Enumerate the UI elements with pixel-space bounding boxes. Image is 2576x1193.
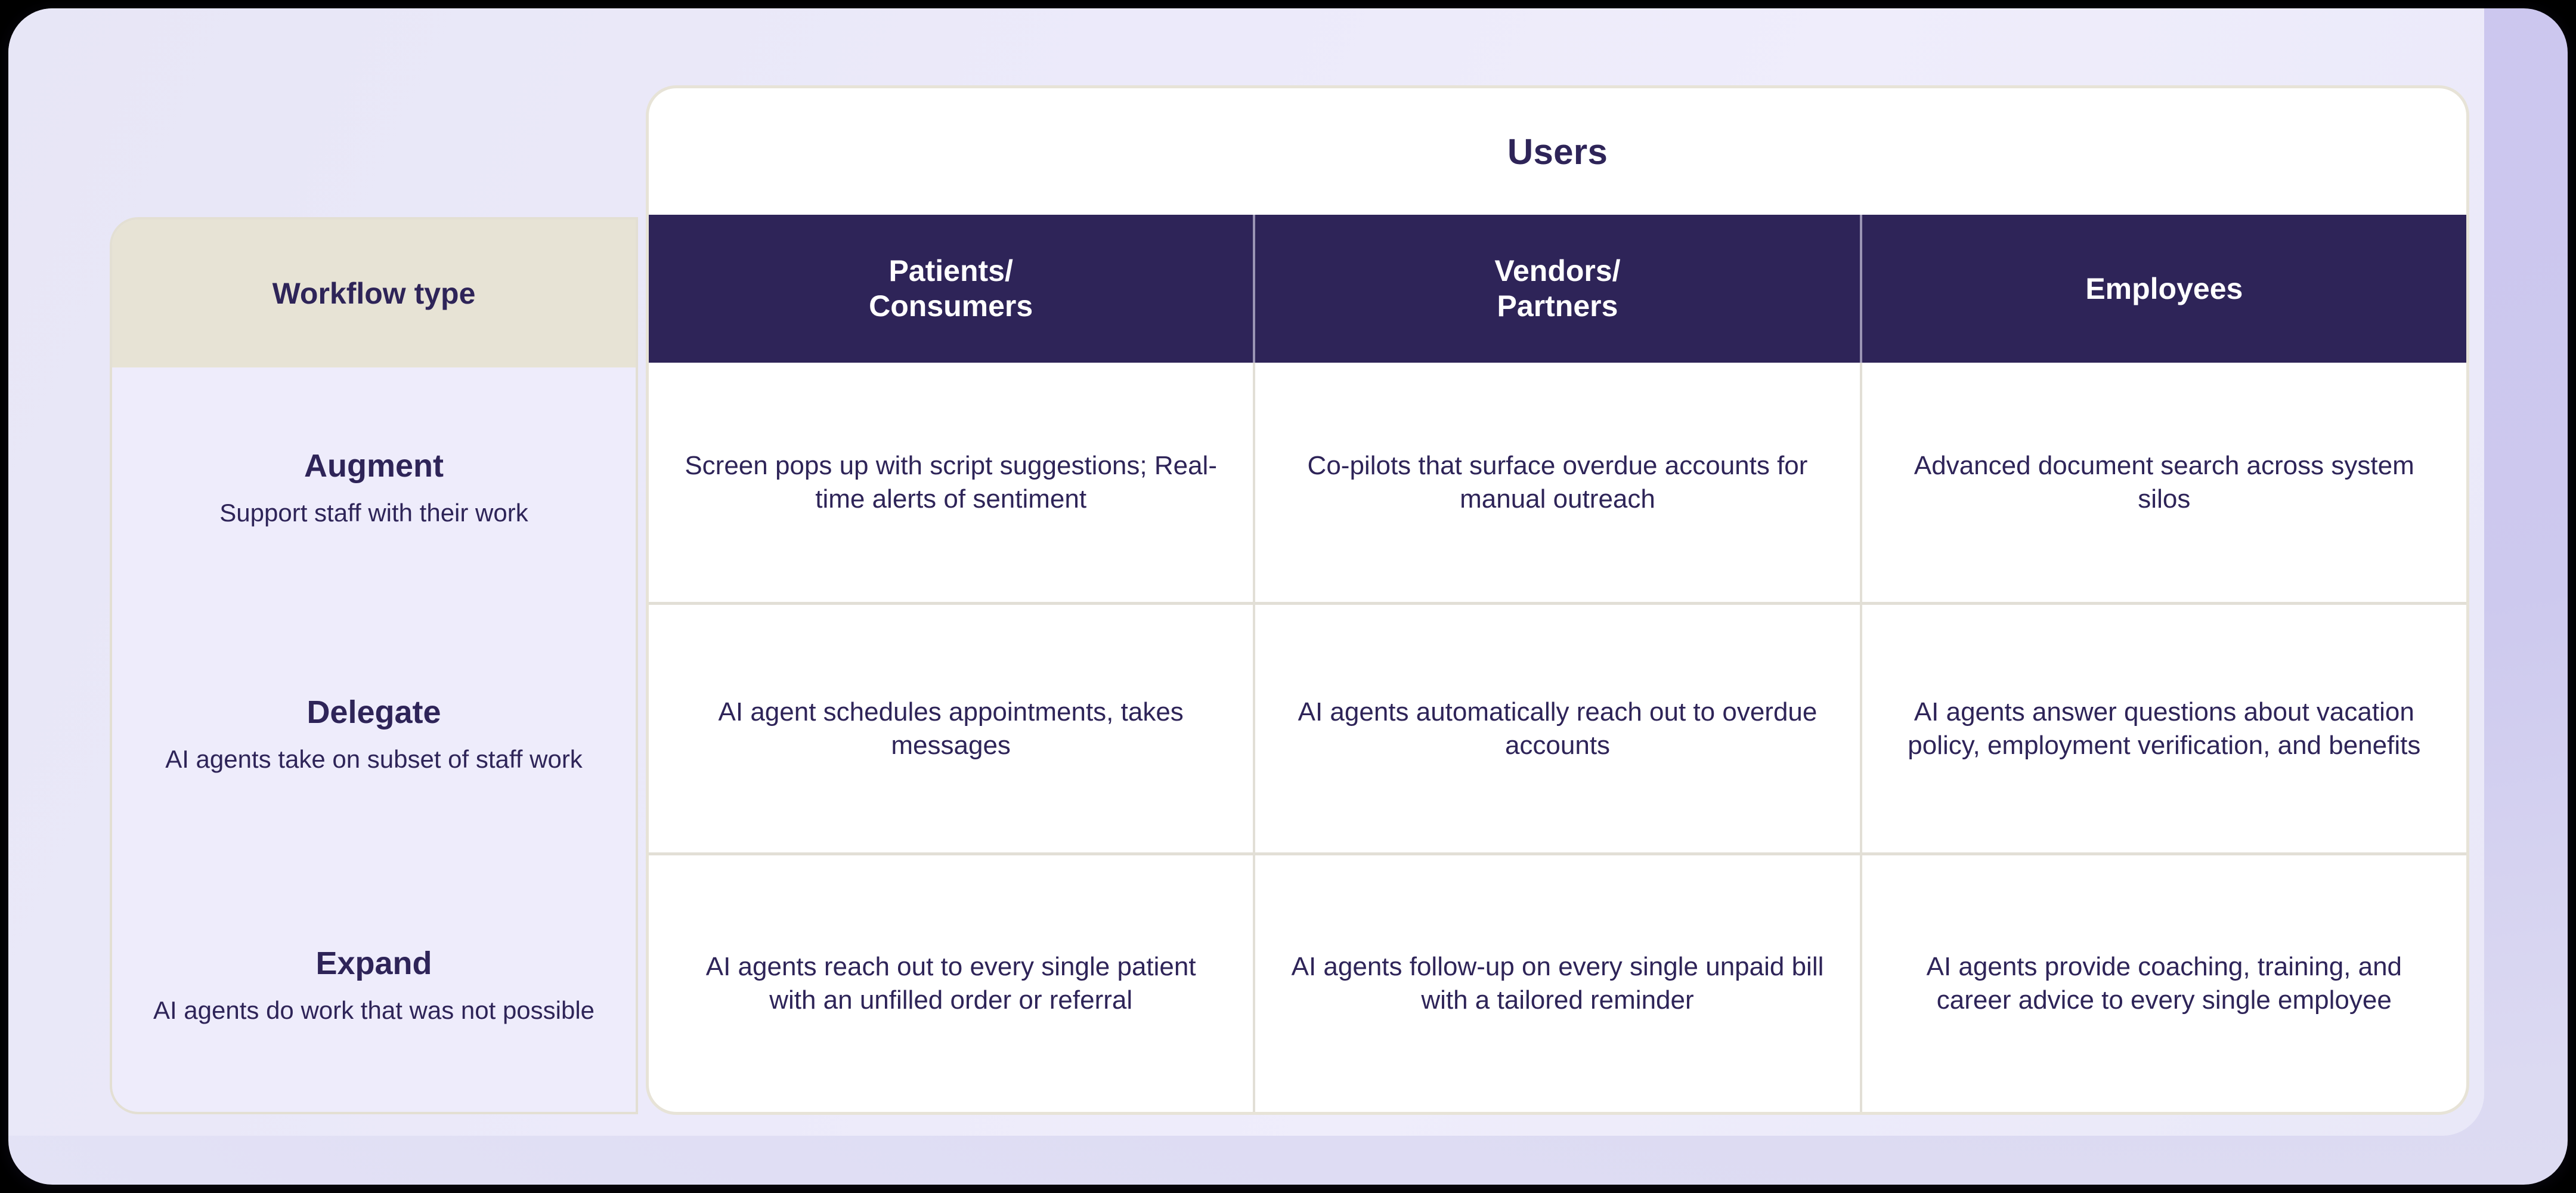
table-row-delegate: AI agent schedules appointments, takes m…: [649, 605, 2466, 855]
column-header-vendors-partners: Vendors/ Partners: [1255, 215, 1862, 363]
users-group-header: Users: [649, 88, 2466, 215]
row-header-expand: Expand AI agents do work that was not po…: [112, 860, 636, 1112]
workflow-type-label: Workflow type: [272, 277, 476, 310]
row-header-delegate: Delegate AI agents take on subset of sta…: [112, 610, 636, 860]
data-grid: Screen pops up with script suggestions; …: [649, 363, 2466, 1112]
row-header-expand-title: Expand: [315, 945, 432, 981]
users-group-label: Users: [1507, 131, 1608, 172]
row-header-delegate-subtitle: AI agents take on subset of staff work: [165, 745, 583, 774]
row-header-augment-title: Augment: [304, 447, 444, 484]
column-header-vendors-partners-label: Vendors/ Partners: [1494, 254, 1620, 324]
workflow-type-header: Workflow type: [112, 220, 636, 367]
cell-text: AI agents automatically reach out to ove…: [1298, 697, 1818, 760]
table-row-expand: AI agents reach out to every single pati…: [649, 855, 2466, 1112]
line1: Vendors/: [1494, 254, 1621, 288]
cell-delegate-employees: AI agents answer questions about vacatio…: [1862, 605, 2466, 852]
cell-text: Advanced document search across system s…: [1914, 450, 2414, 514]
cell-text: Screen pops up with script suggestions; …: [685, 450, 1217, 514]
cell-delegate-patients: AI agent schedules appointments, takes m…: [649, 605, 1256, 852]
cell-text: AI agent schedules appointments, takes m…: [718, 697, 1184, 760]
row-header-augment: Augment Support staff with their work: [112, 367, 636, 610]
column-header-patients-consumers-label: Patients/ Consumers: [869, 254, 1033, 324]
cell-augment-patients: Screen pops up with script suggestions; …: [649, 363, 1256, 602]
row-header-delegate-title: Delegate: [306, 694, 441, 730]
cell-expand-employees: AI agents provide coaching, training, an…: [1862, 855, 2466, 1112]
line1: Patients/: [888, 254, 1013, 288]
cell-delegate-vendors: AI agents automatically reach out to ove…: [1255, 605, 1862, 852]
row-header-column: Workflow type Augment Support staff with…: [112, 220, 636, 1112]
cell-text: AI agents provide coaching, training, an…: [1926, 952, 2402, 1015]
cell-augment-vendors: Co-pilots that surface overdue accounts …: [1255, 363, 1862, 602]
line2: Consumers: [869, 289, 1033, 323]
column-header-employees-label: Employees: [2085, 271, 2243, 305]
cell-text: AI agents answer questions about vacatio…: [1908, 697, 2421, 760]
table-body-card: [649, 215, 2466, 1112]
cell-augment-employees: Advanced document search across system s…: [1862, 363, 2466, 602]
cell-text: AI agents follow-up on every single unpa…: [1291, 952, 1824, 1015]
row-header-expand-subtitle: AI agents do work that was not possible: [153, 996, 595, 1025]
cell-text: Co-pilots that surface overdue accounts …: [1307, 450, 1808, 514]
cell-expand-patients: AI agents reach out to every single pati…: [649, 855, 1256, 1112]
column-header-employees: Employees: [1862, 215, 2466, 363]
table-row-augment: Screen pops up with script suggestions; …: [649, 363, 2466, 605]
cell-expand-vendors: AI agents follow-up on every single unpa…: [1255, 855, 1862, 1112]
column-header-patients-consumers: Patients/ Consumers: [649, 215, 1256, 363]
column-header-row: Patients/ Consumers Vendors/ Partners Em…: [649, 215, 2466, 363]
cell-text: AI agents reach out to every single pati…: [705, 952, 1196, 1015]
row-header-augment-subtitle: Support staff with their work: [219, 499, 528, 527]
line2: Partners: [1497, 289, 1618, 323]
